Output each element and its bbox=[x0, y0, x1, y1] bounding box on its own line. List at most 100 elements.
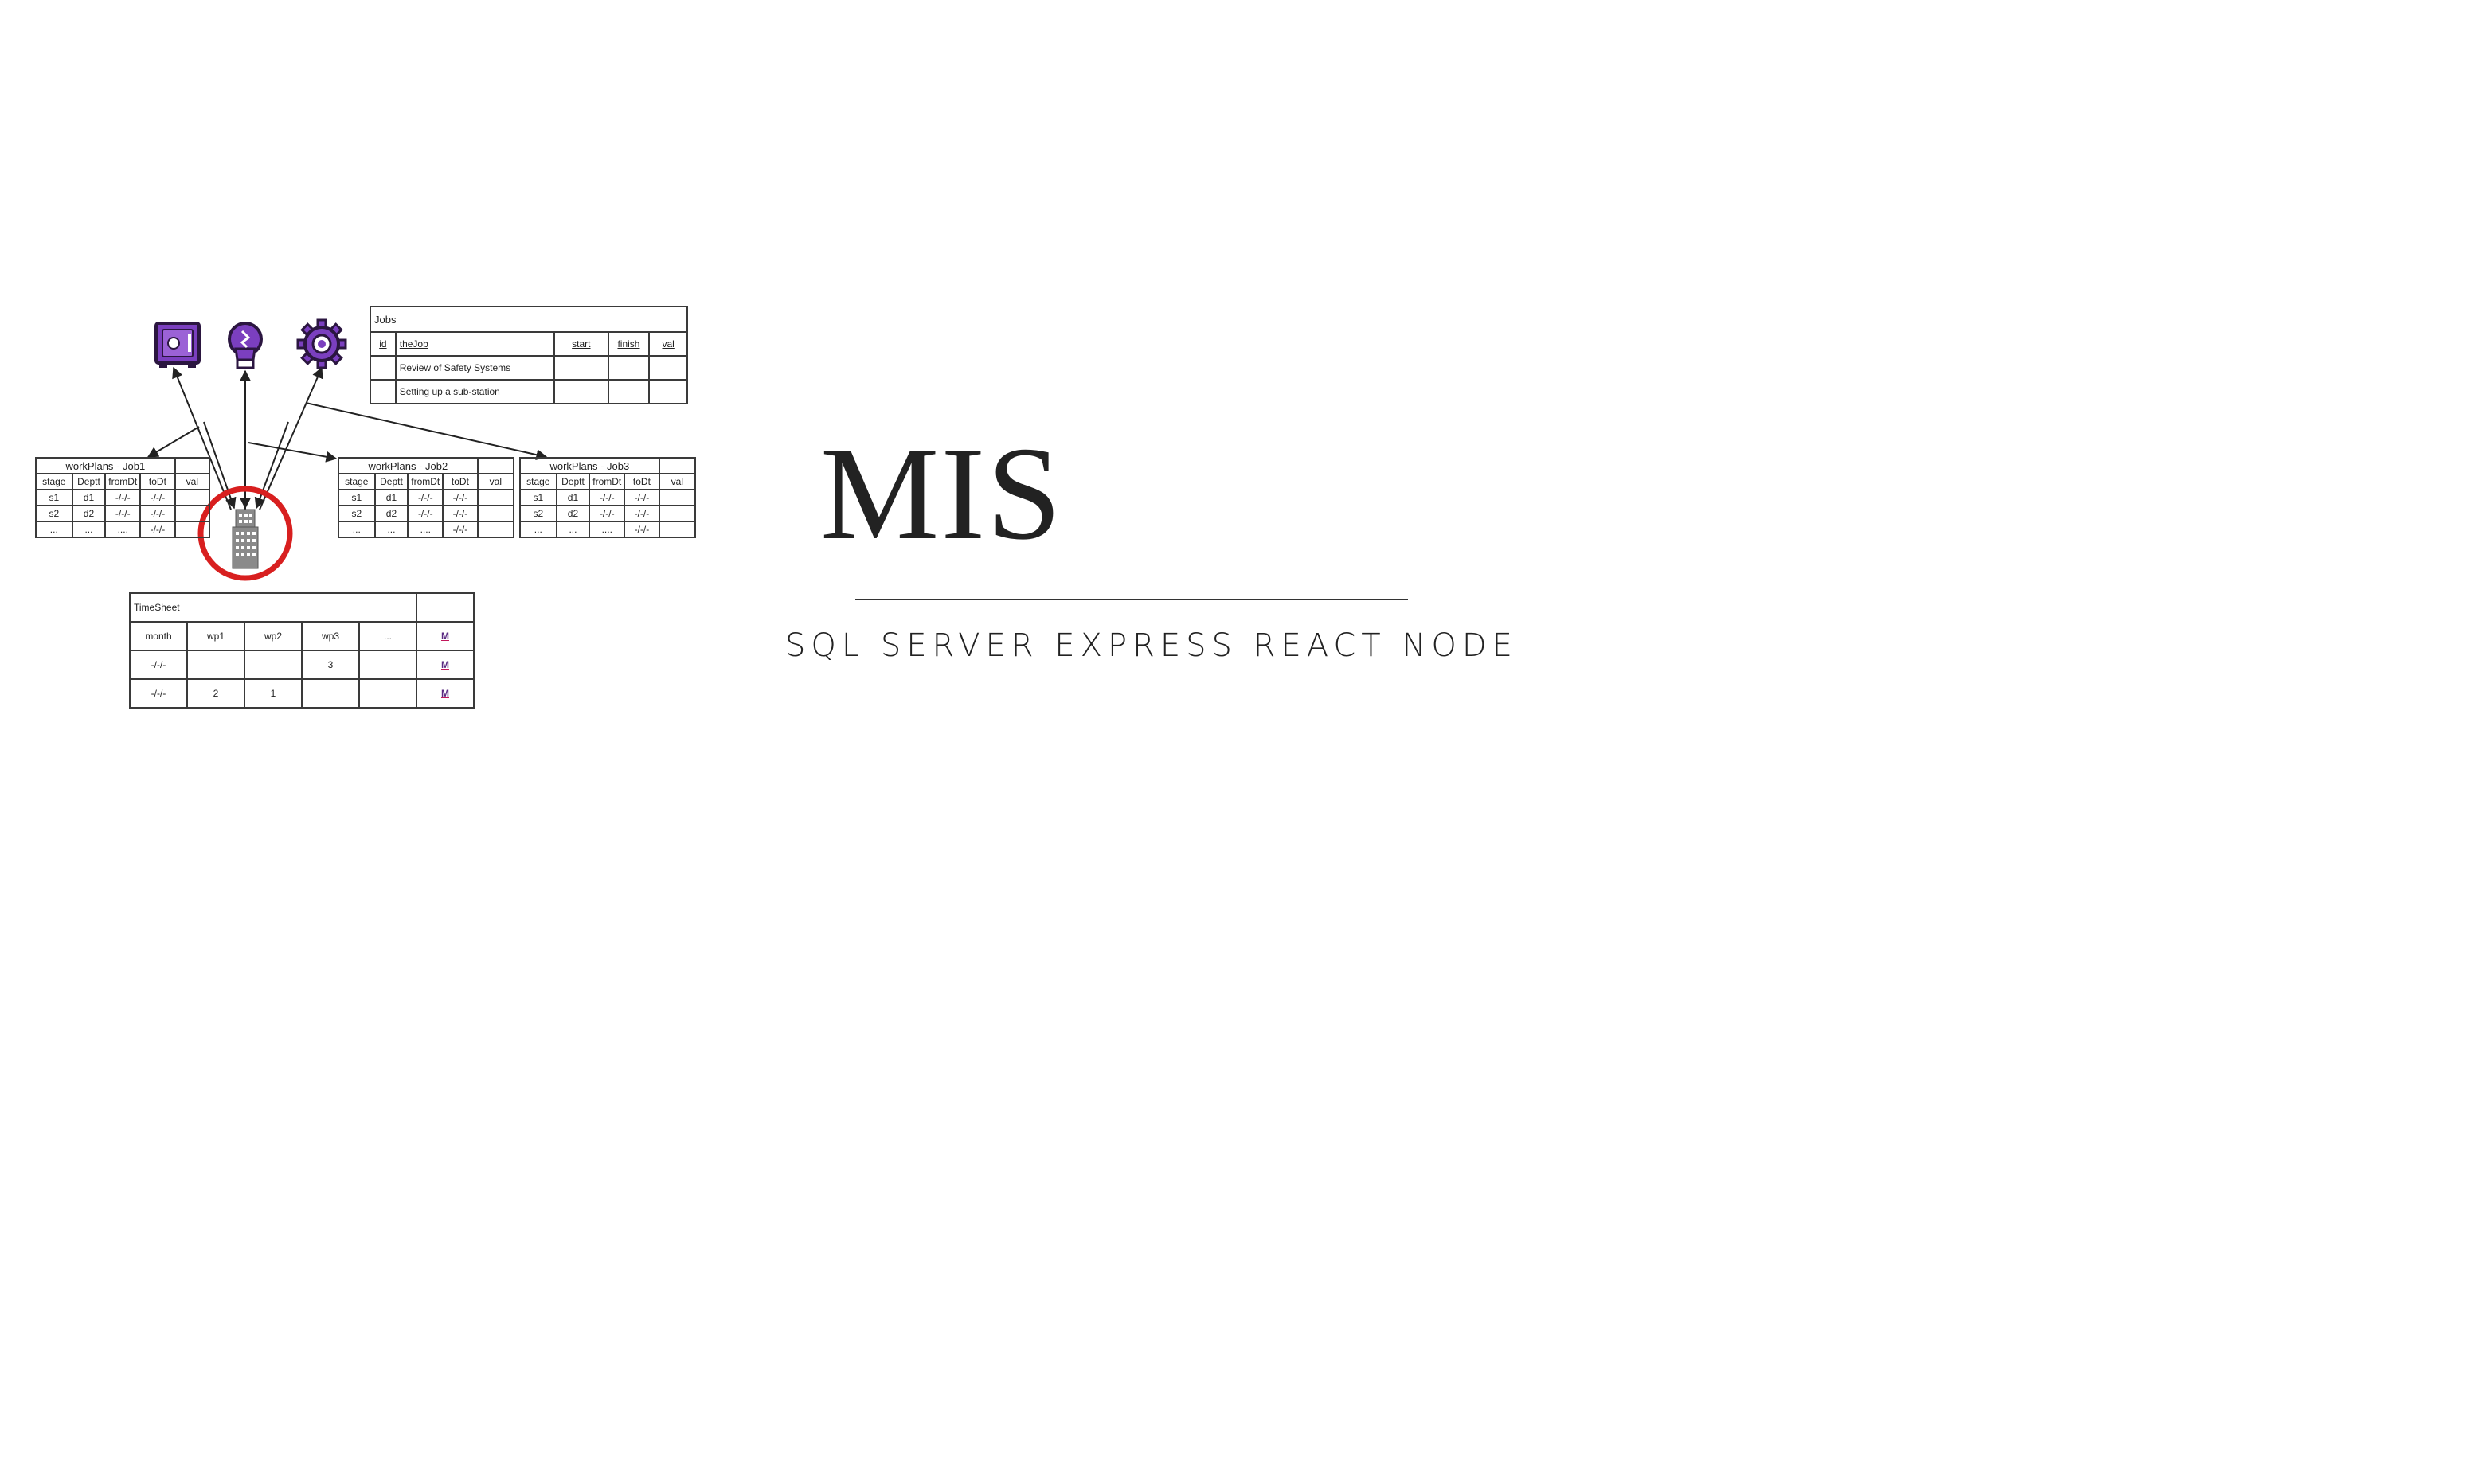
title-divider bbox=[855, 599, 1408, 600]
table-cell: d1 bbox=[555, 489, 591, 506]
arrow-to-workplans-job2 bbox=[248, 442, 338, 463]
workplans-job1-table: workPlans - Job1 stage Deptt fromDt toDt… bbox=[35, 457, 211, 538]
mark-icon: M bbox=[441, 659, 449, 670]
table-cell: -/-/- bbox=[442, 505, 479, 522]
table-cell bbox=[174, 489, 211, 506]
table-cell: -/-/- bbox=[624, 505, 660, 522]
jobs-header-start: start bbox=[572, 338, 591, 350]
table-cell bbox=[476, 505, 515, 522]
table-header-row: month wp1 wp2 wp3 ... M bbox=[129, 621, 475, 651]
table-cell bbox=[658, 489, 697, 506]
page-title: MIS bbox=[820, 420, 1063, 568]
workplans-caption: workPlans - Job2 bbox=[338, 457, 478, 474]
table-cell: -/-/- bbox=[139, 505, 176, 522]
table-cell: s2 bbox=[519, 505, 557, 522]
table-cell bbox=[658, 521, 697, 538]
column-header: wp2 bbox=[244, 621, 303, 651]
table-cell: d1 bbox=[71, 489, 107, 506]
table-cell: ... bbox=[338, 521, 376, 538]
table-cell: Setting up a sub-station bbox=[394, 379, 556, 404]
column-header: toDt bbox=[442, 473, 479, 490]
table-cell: -/-/- bbox=[129, 678, 188, 709]
table-cell bbox=[186, 650, 245, 680]
table-row: -/-/- 2 1 M bbox=[129, 678, 475, 709]
gear-icon bbox=[296, 318, 347, 369]
table-cell bbox=[476, 489, 515, 506]
column-header: Deptt bbox=[555, 473, 591, 490]
table-row: Setting up a sub-station bbox=[370, 379, 688, 404]
table-cell: s1 bbox=[338, 489, 376, 506]
column-header: month bbox=[129, 621, 188, 651]
column-header: ... bbox=[358, 621, 417, 651]
table-row: Review of Safety Systems bbox=[370, 355, 688, 381]
jobs-header-row: id theJob start finish val bbox=[370, 331, 688, 357]
table-cell bbox=[658, 505, 697, 522]
table-cell bbox=[370, 355, 397, 381]
workplans-caption: workPlans - Job3 bbox=[519, 457, 659, 474]
table-cell bbox=[244, 650, 303, 680]
column-header: toDt bbox=[139, 473, 176, 490]
table-header-row: stage Deptt fromDt toDt val bbox=[338, 473, 515, 490]
table-cell bbox=[553, 379, 609, 404]
arrow-to-workplans-job1 bbox=[147, 426, 200, 458]
table-cell bbox=[370, 379, 397, 404]
column-header: Deptt bbox=[71, 473, 107, 490]
table-cell bbox=[658, 457, 697, 474]
table-cell: s1 bbox=[519, 489, 557, 506]
workplans-job3-table: workPlans - Job3 stage Deptt fromDt toDt… bbox=[519, 457, 697, 538]
column-header: fromDt bbox=[104, 473, 142, 490]
jobs-table: Jobs id theJob start finish val Review o… bbox=[370, 306, 688, 404]
table-cell: d1 bbox=[373, 489, 409, 506]
table-cell: ... bbox=[35, 521, 73, 538]
column-header: val bbox=[658, 473, 697, 490]
table-cell bbox=[607, 379, 651, 404]
column-header: val bbox=[174, 473, 211, 490]
table-cell: -/-/- bbox=[129, 650, 188, 680]
table-cell: -/-/- bbox=[104, 489, 142, 506]
table-cell: Review of Safety Systems bbox=[394, 355, 556, 381]
arrow-building-to-gear bbox=[259, 366, 323, 510]
table-header-row: stage Deptt fromDt toDt val bbox=[35, 473, 211, 490]
arrow-jobs-to-workplans-job3 bbox=[305, 402, 548, 461]
table-cell: .... bbox=[589, 521, 626, 538]
table-cell: d2 bbox=[555, 505, 591, 522]
table-cell: d2 bbox=[71, 505, 107, 522]
column-header: val bbox=[476, 473, 515, 490]
page-subtitle: SQL SERVER EXPRESS REACT NODE bbox=[785, 627, 1518, 664]
table-row: -/-/- 3 M bbox=[129, 650, 475, 680]
jobs-header-job: theJob bbox=[399, 338, 428, 350]
table-row: ..........-/-/- bbox=[35, 521, 211, 538]
table-cell: -/-/- bbox=[104, 505, 142, 522]
table-cell: -/-/- bbox=[624, 489, 660, 506]
column-header: fromDt bbox=[407, 473, 444, 490]
column-header: stage bbox=[338, 473, 376, 490]
table-cell: .... bbox=[407, 521, 444, 538]
table-cell: 2 bbox=[186, 678, 245, 709]
table-cell: -/-/- bbox=[442, 489, 479, 506]
arrow-building-to-safe bbox=[172, 366, 232, 510]
table-cell: -/-/- bbox=[624, 521, 660, 538]
table-cell bbox=[416, 592, 475, 623]
jobs-header-id: id bbox=[379, 338, 387, 350]
table-cell: 1 bbox=[244, 678, 303, 709]
table-cell bbox=[553, 355, 609, 381]
table-cell bbox=[476, 521, 515, 538]
table-cell: -/-/- bbox=[139, 489, 176, 506]
table-cell: ... bbox=[519, 521, 557, 538]
table-cell bbox=[648, 379, 688, 404]
column-header: wp1 bbox=[186, 621, 245, 651]
table-cell: .... bbox=[104, 521, 142, 538]
safe-icon bbox=[154, 322, 201, 368]
column-header: stage bbox=[35, 473, 73, 490]
table-cell: -/-/- bbox=[407, 489, 444, 506]
table-cell: -/-/- bbox=[442, 521, 479, 538]
table-cell bbox=[174, 521, 211, 538]
table-cell: s2 bbox=[35, 505, 73, 522]
jobs-header-val: val bbox=[662, 338, 675, 350]
column-header: Deptt bbox=[373, 473, 409, 490]
